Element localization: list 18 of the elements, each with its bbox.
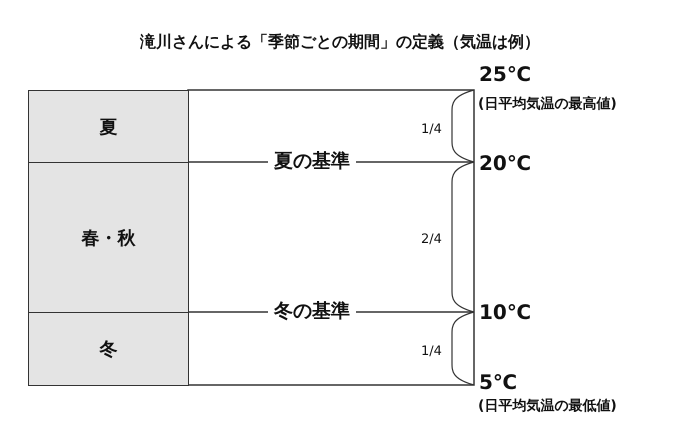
season-box <box>28 162 189 313</box>
season-name: 冬 <box>100 338 118 361</box>
fraction-label: 2/4 <box>421 233 442 246</box>
title: 滝川さんによる「季節ごとの期間」の定義（気温は例） <box>139 34 541 50</box>
threshold-label: 冬の基準 <box>268 302 356 321</box>
temperature-note: (日平均気温の最高値) <box>478 97 617 111</box>
temperature-value: 10℃ <box>479 302 532 322</box>
fraction-label: 1/4 <box>421 123 442 136</box>
season-box <box>28 312 189 386</box>
temperature-value: 25℃ <box>479 64 532 84</box>
fraction-label: 1/4 <box>421 345 442 358</box>
season-box <box>28 90 189 163</box>
temperature-value: 5℃ <box>479 372 518 392</box>
season-name: 春・秋 <box>82 226 136 250</box>
temperature-note: (日平均気温の最低値) <box>478 399 617 413</box>
threshold-label: 夏の基準 <box>268 152 356 171</box>
temperature-value: 20℃ <box>479 153 532 173</box>
season-name: 夏 <box>100 116 118 138</box>
